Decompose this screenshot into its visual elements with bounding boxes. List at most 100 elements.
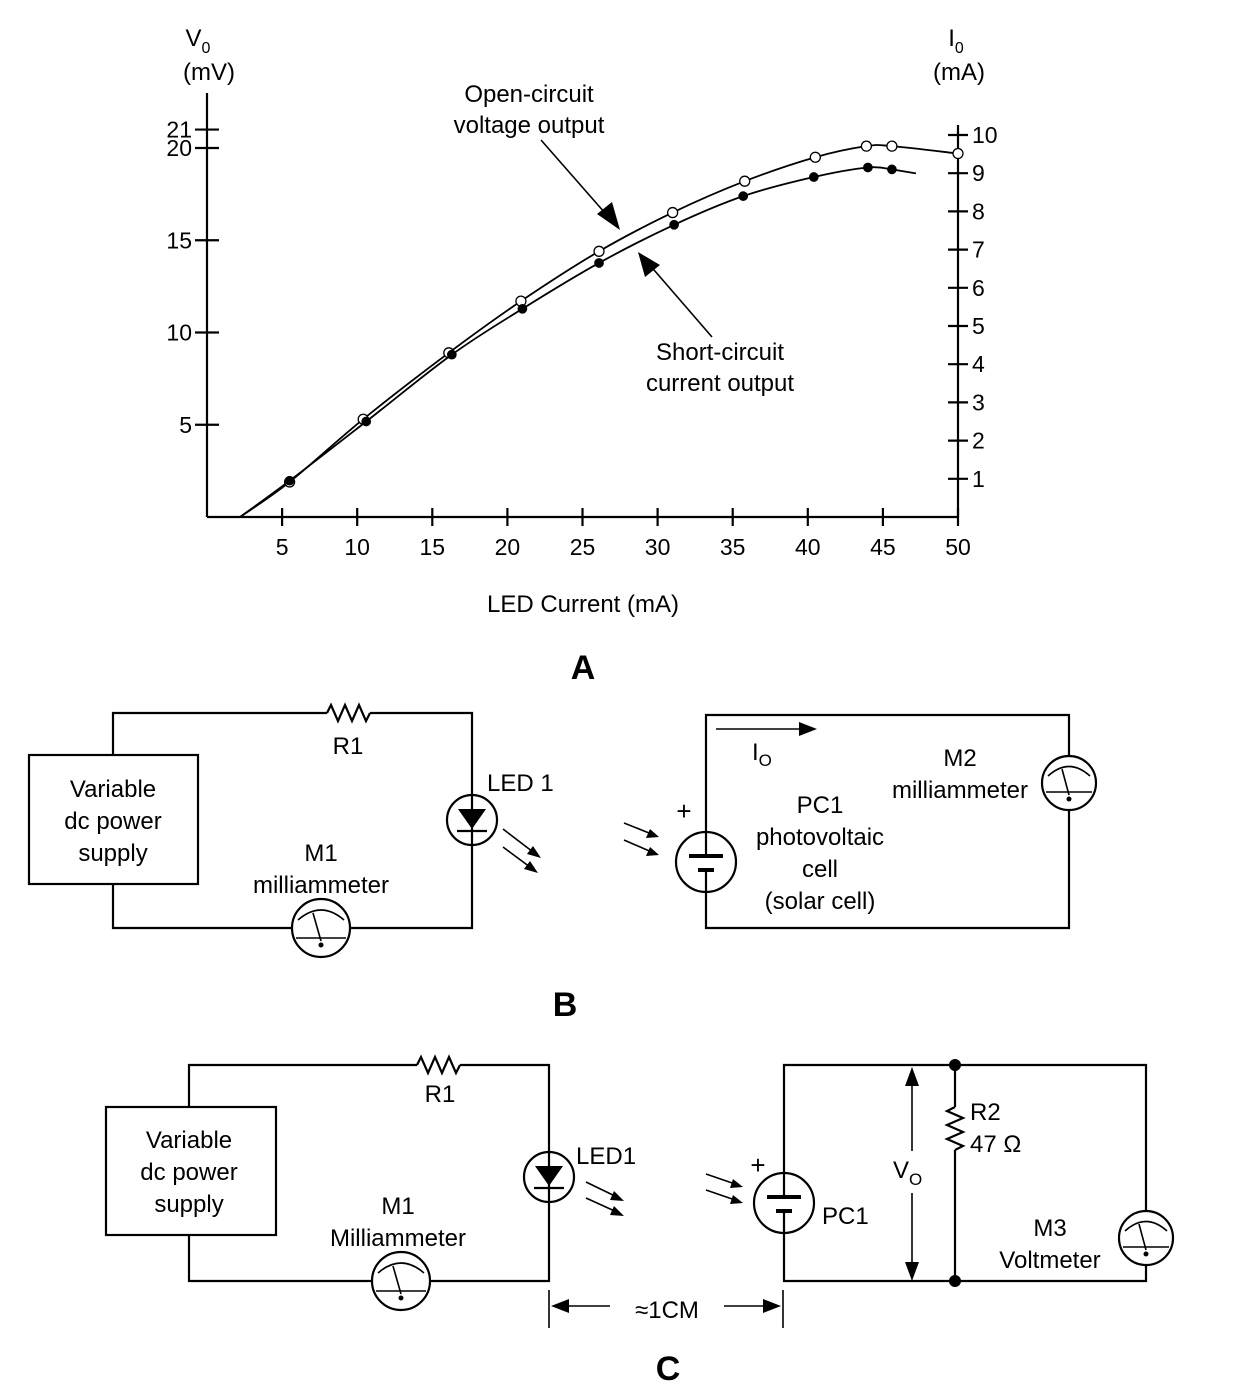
panel-label-b: B [553, 986, 578, 1024]
pc1-b-label-line3: cell [802, 856, 838, 883]
power-supply-c-line1: Variable [146, 1127, 232, 1154]
open-circuit-point [860, 140, 873, 152]
m3-label-line1: M3 [1033, 1215, 1066, 1242]
right-tick-label: 5 [972, 313, 985, 339]
led-c-label: LED1 [576, 1143, 636, 1170]
led-b-label: LED 1 [487, 770, 554, 797]
current-arrowhead-io [799, 722, 817, 736]
left-tick-label: 10 [166, 320, 192, 346]
m2-b-label-line1: M2 [943, 745, 976, 772]
r1-b-label: R1 [333, 733, 364, 760]
short-circuit-point [863, 162, 873, 173]
right-tick-label: 2 [972, 428, 985, 454]
wire-b-right-bottom [350, 845, 474, 930]
x-tick-label: 5 [276, 534, 289, 560]
left-tick-label: 21 [166, 117, 192, 143]
power-supply-b [27, 753, 200, 886]
short-circuit-point [887, 164, 897, 175]
short-circuit-point [808, 172, 819, 182]
wire-b-right-bottom [704, 810, 1071, 930]
left-tick-label: 20 [166, 135, 192, 161]
wire-c-right-top [782, 1063, 1148, 1212]
short-circuit-label-line1: Short-circuit [656, 339, 784, 366]
milliammeter-m2-b-icon [1040, 754, 1098, 812]
panel-label-c: C [656, 1350, 681, 1388]
left-axis-symbol: V0 [186, 25, 211, 57]
short-circuit-point [284, 475, 295, 486]
wire-c-top-left [187, 1063, 417, 1107]
right-tick-label: 7 [972, 237, 985, 263]
m3-label-line2: Voltmeter [999, 1247, 1100, 1274]
photovoltaic-cell-b-icon [674, 830, 738, 894]
left-axis-unit: (mV) [183, 59, 235, 86]
circuit-panel-c: Variable dc power supply R1 LED1 M1 Mill… [104, 1054, 1175, 1388]
resistor-r1-b [326, 702, 371, 724]
pc1-b-light-arrows-icon [623, 822, 659, 856]
power-supply-b-line2: dc power [64, 808, 161, 835]
wire-b-bottom-left [111, 885, 292, 930]
m1-b-label-line1: M1 [304, 840, 337, 867]
right-tick-label: 10 [972, 122, 998, 148]
vo-label-backdrop [888, 1151, 936, 1193]
right-tick-label: 6 [972, 275, 985, 301]
m1-c-label-line1: M1 [381, 1193, 414, 1220]
short-circuit-point [446, 349, 457, 360]
wire-c-right-bottom [430, 1202, 551, 1283]
panel-label-a: A [571, 649, 596, 687]
power-supply-b-line3: supply [78, 840, 147, 867]
x-tick-label: 15 [420, 534, 446, 560]
right-tick-label: 9 [972, 160, 985, 186]
x-tick-label: 50 [945, 534, 971, 560]
open-circuit-point [739, 175, 751, 187]
x-tick-label: 30 [645, 534, 671, 560]
milliammeter-m1-c-icon [370, 1250, 432, 1312]
x-tick-label: 40 [795, 534, 821, 560]
x-tick-label: 45 [870, 534, 896, 560]
pc1-b-label-line4: (solar cell) [765, 888, 876, 915]
open-circuit-label-line2: voltage output [454, 112, 605, 139]
x-tick-label: 35 [720, 534, 746, 560]
open-circuit-label-line1: Open-circuit [464, 81, 594, 108]
open-circuit-line [239, 144, 959, 518]
right-tick-label: 8 [972, 198, 985, 224]
open-circuit-point [952, 147, 964, 160]
junction-bottom [949, 1275, 961, 1287]
pc1-b-label-line1: PC1 [797, 792, 844, 819]
short-circuit-line [239, 166, 917, 518]
pc1-b-label-line2: photovoltaic [756, 824, 884, 851]
open-circuit-arrowhead [597, 202, 620, 230]
led-c-light-arrows-icon [585, 1181, 624, 1216]
milliammeter-m1-b-icon [290, 897, 352, 959]
vo-arrowhead-bottom [905, 1262, 919, 1281]
x-tick-label: 10 [344, 534, 370, 560]
open-circuit-point [886, 140, 898, 152]
resistor-r2 [944, 1106, 966, 1151]
right-tick-label: 4 [972, 351, 985, 377]
short-circuit-point [517, 303, 528, 314]
open-circuit-point [593, 245, 605, 257]
distance-arrowhead-right [763, 1299, 781, 1313]
wire-b-top-right [370, 711, 474, 795]
wire-b-right-top [704, 713, 1071, 833]
short-circuit-point [738, 191, 749, 201]
right-tick-group: 1 2 3 4 5 6 7 8 9 10 [948, 122, 998, 492]
r1-c-label: R1 [425, 1081, 456, 1108]
open-circuit-point [809, 151, 821, 163]
short-circuit-arrow [647, 262, 713, 338]
right-tick-label: 3 [972, 389, 985, 415]
m2-b-label-line2: milliammeter [892, 777, 1028, 804]
vo-label: VO [893, 1157, 922, 1189]
wire-c-bottom-left [187, 1235, 372, 1283]
resistor-r1-c [416, 1054, 461, 1076]
voltmeter-m3-icon [1117, 1209, 1175, 1267]
short-circuit-arrowhead [638, 252, 660, 277]
right-tick-label: 1 [972, 466, 985, 492]
wire-b-top-left [111, 711, 327, 755]
pc1-c-label: PC1 [822, 1203, 869, 1230]
distance-arrowhead-left [551, 1299, 569, 1313]
wire-c-right-bottom [782, 1234, 1148, 1283]
vo-arrowhead-top [905, 1067, 919, 1086]
power-supply-b-line1: Variable [70, 776, 156, 803]
